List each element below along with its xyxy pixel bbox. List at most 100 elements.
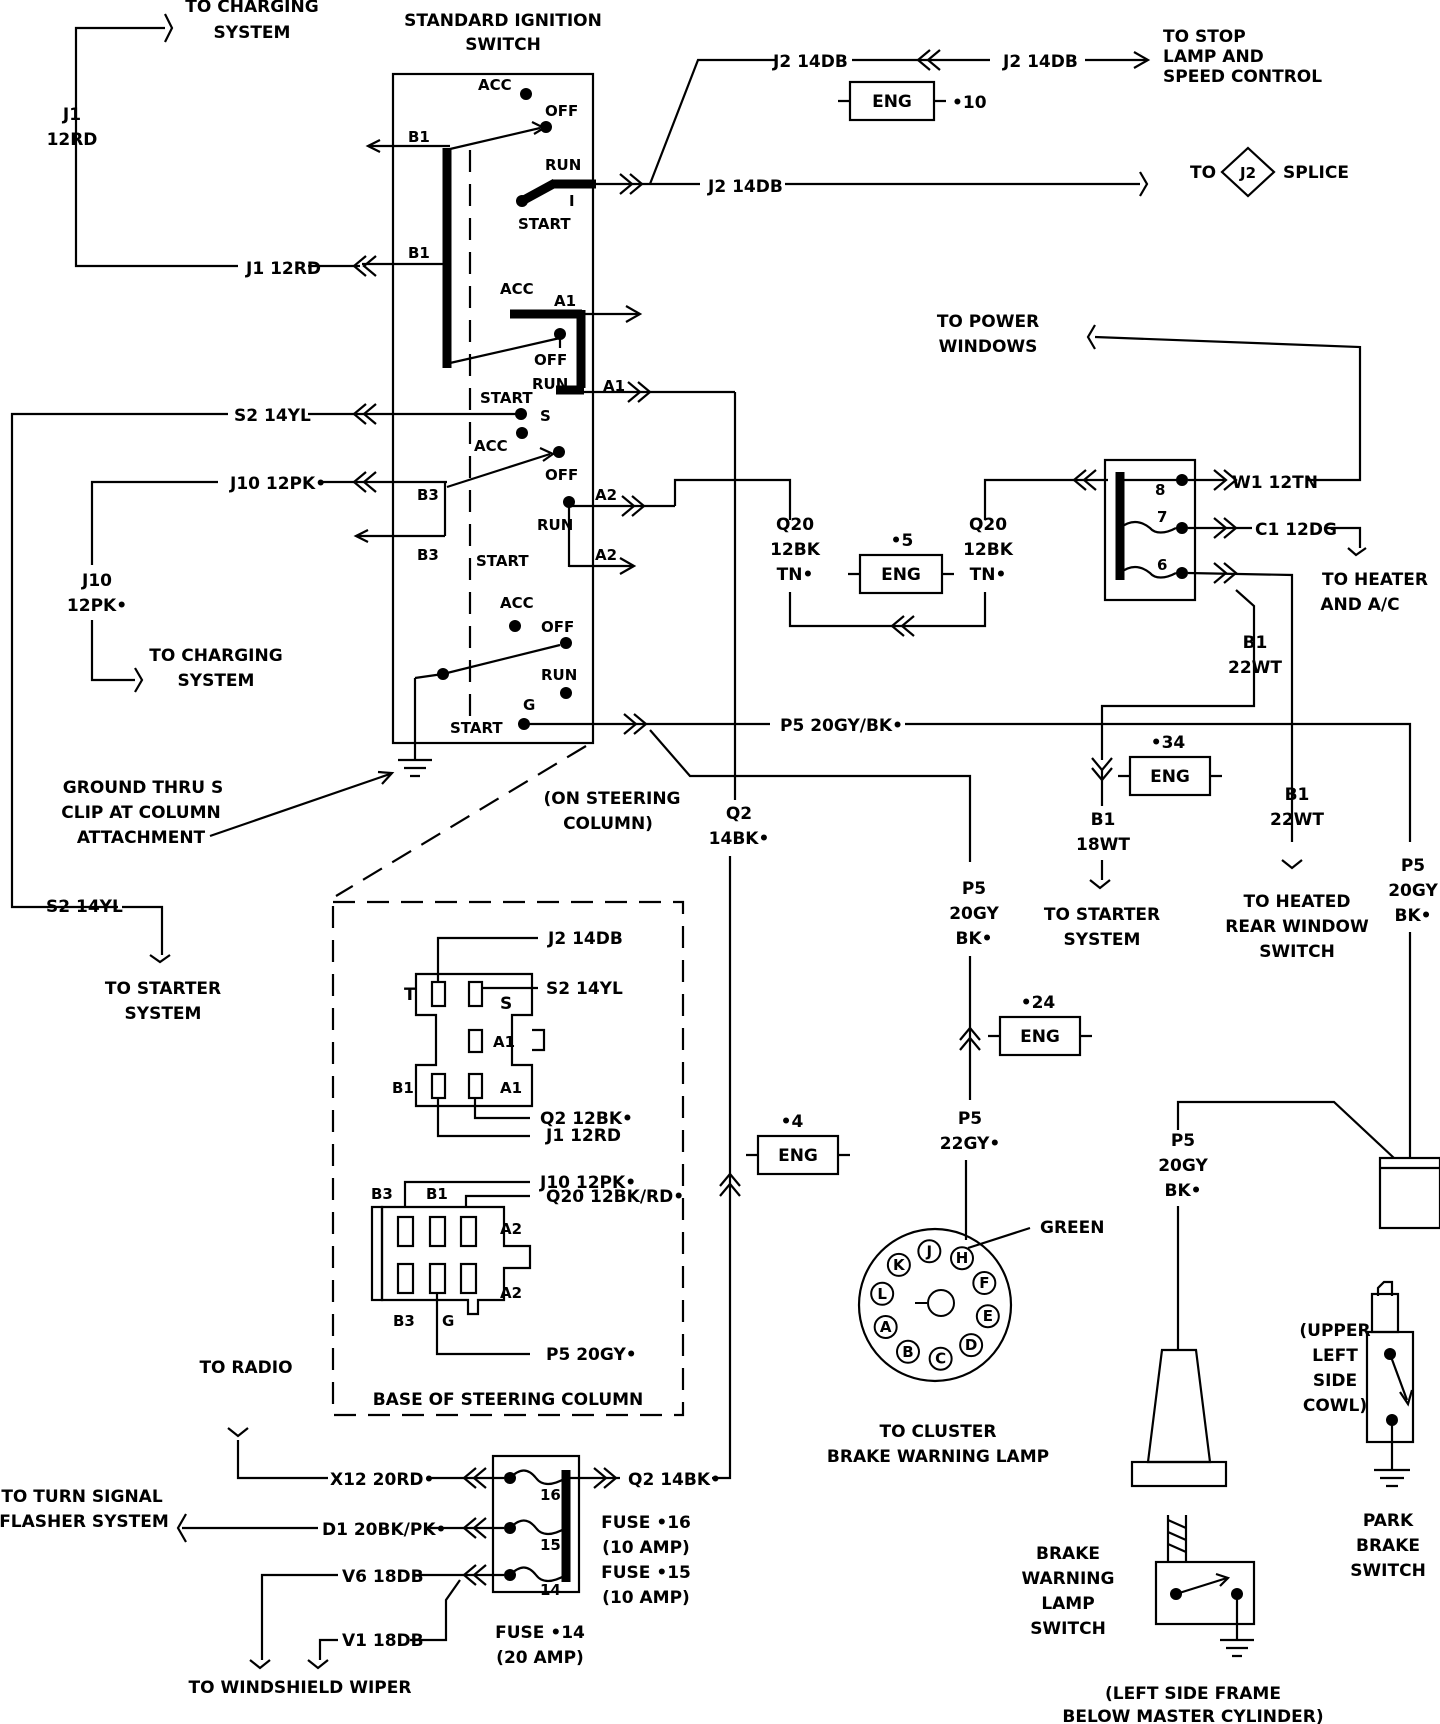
cluster-pin-label-h: H (956, 1249, 969, 1267)
starter-right-1: TO STARTER (1044, 905, 1160, 925)
j2-break (1139, 171, 1149, 197)
j10-wire-label: J10 12PK• (229, 474, 326, 494)
turn-1: TO TURN SIGNAL (1, 1487, 163, 1507)
cluster-pin-f (972, 1271, 997, 1296)
conn-j2-label: J2 14DB (547, 929, 623, 949)
j2-label-c: J2 14DB (707, 177, 783, 197)
eng-10-label: ENG (872, 92, 912, 112)
q2-wire-lower (712, 856, 732, 1480)
radio-break (227, 1427, 249, 1438)
stop-lamp-3: SPEED CONTROL (1163, 67, 1322, 87)
park-brake-arrow (1399, 1389, 1414, 1407)
q20-loop (788, 592, 987, 628)
term-a2-bot (459, 1262, 478, 1295)
start-label-1: START (518, 215, 571, 233)
brake-switch-body (1154, 1560, 1256, 1626)
p5-mid-3: BK• (956, 929, 993, 949)
relay-fuse-7 (1119, 520, 1177, 534)
term-a1-label: A1 (500, 1079, 522, 1097)
j2-arrow-top (1133, 51, 1151, 69)
q20-right-1: Q20 (969, 515, 1007, 535)
eng-box-5 (858, 553, 944, 595)
conn-j10-label: J10 12PK• (539, 1173, 636, 1193)
starter-left-2: SYSTEM (125, 1004, 202, 1024)
acc-label-3: ACC (474, 437, 508, 455)
off-label-3: OFF (545, 466, 578, 484)
q2-vert-1: Q2 (726, 804, 752, 824)
eng-24-num: •24 (1021, 993, 1056, 1013)
acc-contact-3 (516, 427, 528, 439)
cluster-2: BRAKE WARNING LAMP (827, 1447, 1049, 1467)
q2-connector (719, 1172, 741, 1197)
park-brake-knob (1376, 1280, 1394, 1296)
term-b1-bot (428, 1215, 447, 1248)
q20-connector-right (1072, 469, 1097, 491)
j2-connector-top (916, 49, 941, 71)
term-g (428, 1262, 447, 1295)
q20-left-2: 12BK (770, 540, 821, 560)
ground-lead (414, 672, 444, 680)
cluster-pin-b (896, 1339, 920, 1364)
upper-left-1: (UPPER (1299, 1321, 1370, 1341)
b1-18wt-2: 18WT (1076, 835, 1130, 855)
g-label: G (523, 696, 535, 714)
upper-left-2: LEFT (1312, 1346, 1358, 1366)
p5-brake-link (1176, 1100, 1395, 1159)
x12-label: X12 20RD• (330, 1470, 434, 1490)
v6-connector (462, 1564, 487, 1586)
fuse-16-link (509, 1469, 567, 1486)
d1-label: D1 20BK/PK• (322, 1520, 446, 1540)
w1-break (1086, 324, 1096, 350)
bottom-connector-lip (370, 1205, 384, 1302)
park-brake-ground (1374, 1420, 1410, 1488)
j1-wire (74, 26, 360, 268)
term-a1 (467, 1072, 484, 1100)
relay-fuse-6 (1119, 565, 1177, 579)
switch-housing (391, 72, 595, 745)
brake-switch-stem (1166, 1515, 1188, 1562)
stop-lamp-1: TO STOP (1163, 27, 1246, 47)
off-contact-2 (554, 328, 566, 340)
cluster-pin-l (870, 1281, 895, 1306)
q2-fuse-label: Q2 14BK• (628, 1470, 721, 1490)
p5-mid-2: 20GY (949, 904, 999, 924)
j10-label-bg (220, 472, 320, 492)
j1-vert-1: J1 (62, 105, 81, 125)
brake-switch-thread (1167, 1518, 1187, 1554)
brake-switch-ground (1220, 1594, 1254, 1658)
off-contact-1 (540, 121, 552, 133)
cluster-pin-d (959, 1333, 984, 1358)
relay-pin-8-label: 8 (1155, 481, 1165, 499)
relay-pin-6-label: 6 (1157, 556, 1167, 574)
power-windows-1: TO POWER (937, 312, 1039, 332)
term-a2-top (459, 1215, 478, 1248)
cluster-pin-e (975, 1304, 1000, 1329)
cluster-pin-label-f: F (979, 1274, 989, 1292)
term-b3-bot (396, 1262, 415, 1295)
conn-j1-label: J1 12RD (545, 1126, 621, 1146)
park-brake-2: BRAKE (1356, 1536, 1420, 1556)
cluster-pin-j (917, 1239, 942, 1264)
fuse-14-num: 14 (540, 1581, 561, 1599)
j1-label-bg (238, 256, 308, 276)
switch-title-1: STANDARD IGNITION (404, 11, 602, 31)
charging-left-1: TO CHARGING (149, 646, 282, 666)
relay-pin-7 (1176, 522, 1188, 534)
detail-box (331, 900, 685, 1417)
cluster-pin-label-j: J (926, 1242, 933, 1260)
q2-vert-2: 14BK• (709, 829, 770, 849)
j2-label-b: J2 14DB (1002, 52, 1078, 72)
park-brake-3: SWITCH (1350, 1561, 1426, 1581)
term-a1-mid (467, 1028, 484, 1054)
radio-label: TO RADIO (199, 1358, 292, 1378)
eng-34-label: ENG (1150, 767, 1190, 787)
charging-left-2: SYSTEM (178, 671, 255, 691)
top-right-wiring: J2 14DB J2 14DB TO STOP LAMP AND SPEED C… (596, 27, 1428, 842)
eng-box-10 (848, 80, 936, 122)
s-label: S (540, 407, 551, 425)
cluster-1: TO CLUSTER (879, 1422, 996, 1442)
acc-label-4: ACC (500, 594, 534, 612)
c1-label: C1 12DG (1255, 520, 1337, 540)
charging-top-2: SYSTEM (214, 23, 291, 43)
b1-22wt-a-1: B1 (1243, 633, 1268, 653)
